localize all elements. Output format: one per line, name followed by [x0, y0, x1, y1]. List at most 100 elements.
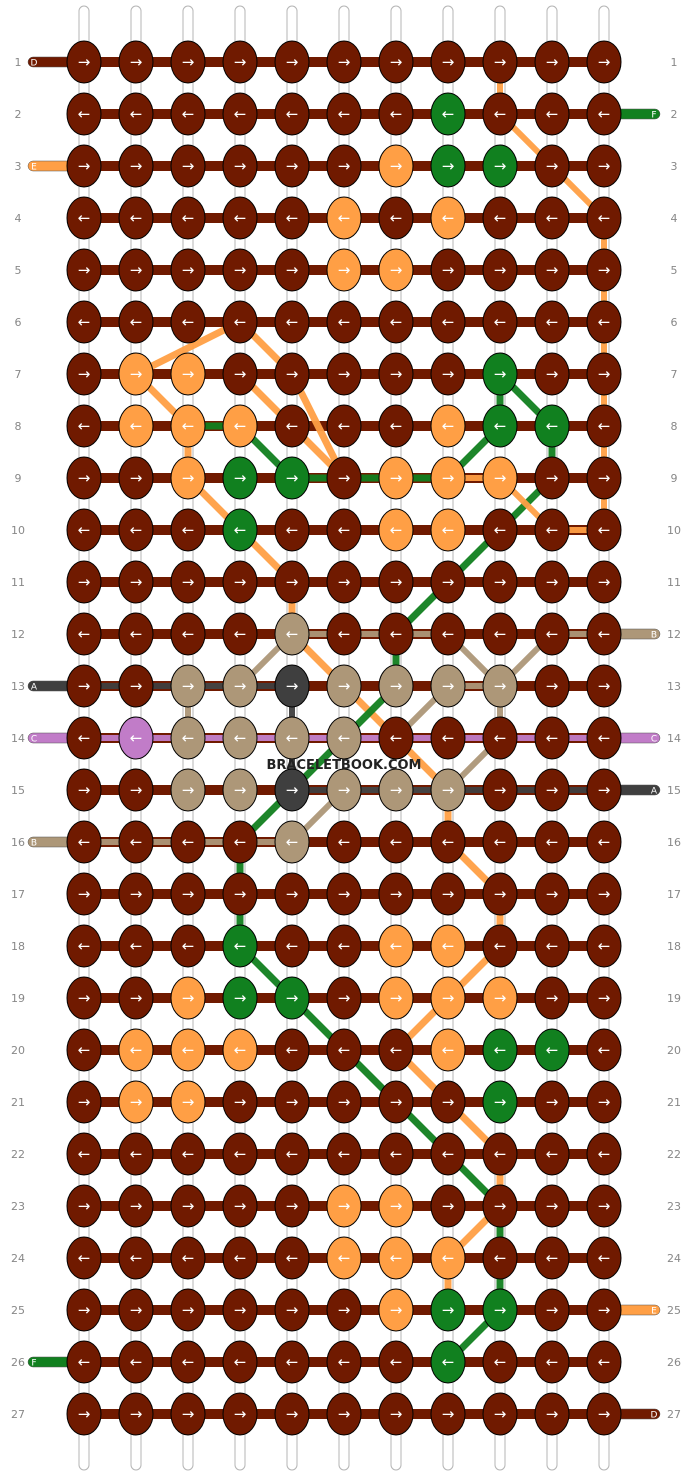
knot: ←: [430, 508, 466, 552]
knot-ellipse: [66, 716, 102, 760]
arrow-right-icon: →: [78, 1197, 91, 1215]
knot: →: [430, 456, 466, 500]
arrow-left-icon: ←: [338, 417, 351, 435]
knot: →: [118, 1080, 154, 1124]
knot: →: [482, 1392, 518, 1436]
row-number-right: 10: [667, 524, 681, 537]
knot: ←: [170, 196, 206, 240]
knot-ellipse: [378, 872, 414, 916]
knot-ellipse: [586, 144, 622, 188]
knot: →: [534, 1392, 570, 1436]
arrow-left-icon: ←: [390, 521, 403, 539]
knot-ellipse: [66, 768, 102, 812]
arrow-right-icon: →: [182, 1197, 195, 1215]
knot-ellipse: [378, 976, 414, 1020]
knot: ←: [222, 1236, 258, 1280]
knot: ←: [326, 1028, 362, 1072]
arrow-right-icon: →: [130, 573, 143, 591]
knot-ellipse: [170, 768, 206, 812]
arrow-right-icon: →: [182, 53, 195, 71]
arrow-left-icon: ←: [390, 209, 403, 227]
knot: ←: [586, 612, 622, 656]
knot-ellipse: [534, 1028, 570, 1072]
row-number-right: 16: [667, 836, 681, 849]
row-number-left: 5: [15, 264, 22, 277]
knot-ellipse: [482, 248, 518, 292]
knot: →: [378, 976, 414, 1020]
arrow-right-icon: →: [78, 1093, 91, 1111]
knot-ellipse: [586, 300, 622, 344]
knot: ←: [586, 196, 622, 240]
arrow-left-icon: ←: [78, 417, 91, 435]
arrow-right-icon: →: [286, 53, 299, 71]
knot: ←: [66, 1028, 102, 1072]
arrow-right-icon: →: [442, 261, 455, 279]
arrow-right-icon: →: [234, 157, 247, 175]
knot: ←: [274, 1340, 310, 1384]
knot: →: [66, 872, 102, 916]
knot: ←: [378, 1236, 414, 1280]
knot: →: [586, 560, 622, 604]
arrow-right-icon: →: [130, 469, 143, 487]
knot: ←: [222, 820, 258, 864]
arrow-right-icon: →: [598, 157, 611, 175]
knot-ellipse: [274, 976, 310, 1020]
knot: ←: [222, 92, 258, 136]
knot-ellipse: [586, 92, 622, 136]
arrow-right-icon: →: [442, 1093, 455, 1111]
knot: →: [430, 768, 466, 812]
arrow-left-icon: ←: [182, 833, 195, 851]
arrow-right-icon: →: [442, 573, 455, 591]
knot-ellipse: [586, 820, 622, 864]
knot: →: [326, 768, 362, 812]
arrow-right-icon: →: [598, 1093, 611, 1111]
arrow-right-icon: →: [442, 885, 455, 903]
knot: →: [482, 40, 518, 84]
arrow-right-icon: →: [130, 885, 143, 903]
knot: →: [274, 872, 310, 916]
knot-ellipse: [430, 456, 466, 500]
arrow-right-icon: →: [598, 885, 611, 903]
arrow-left-icon: ←: [442, 833, 455, 851]
arrow-right-icon: →: [234, 1197, 247, 1215]
right-edge-string-label: D: [651, 1411, 658, 1421]
knot: →: [274, 1288, 310, 1332]
arrow-right-icon: →: [494, 781, 507, 799]
knot: ←: [118, 924, 154, 968]
arrow-left-icon: ←: [182, 313, 195, 331]
row-number-right: 3: [671, 160, 678, 173]
knot: ←: [118, 820, 154, 864]
row-number-left: 6: [15, 316, 22, 329]
row-number-right: 23: [667, 1200, 681, 1213]
knot: →: [378, 1392, 414, 1436]
knot: ←: [326, 820, 362, 864]
arrow-left-icon: ←: [598, 625, 611, 643]
knot: ←: [378, 924, 414, 968]
knot-ellipse: [222, 716, 258, 760]
knot-ellipse: [430, 1080, 466, 1124]
row-number-left: 3: [15, 160, 22, 173]
knot: ←: [430, 196, 466, 240]
arrow-left-icon: ←: [286, 209, 299, 227]
knot-ellipse: [274, 352, 310, 396]
arrow-left-icon: ←: [442, 937, 455, 955]
knot: ←: [118, 1236, 154, 1280]
knot-ellipse: [378, 664, 414, 708]
row-number-right: 7: [671, 368, 678, 381]
arrow-left-icon: ←: [546, 1041, 559, 1059]
knot: →: [118, 1288, 154, 1332]
arrow-right-icon: →: [598, 469, 611, 487]
knot: ←: [274, 92, 310, 136]
knot: ←: [118, 1028, 154, 1072]
knot: ←: [274, 1236, 310, 1280]
knot-ellipse: [66, 1392, 102, 1436]
knot: →: [274, 144, 310, 188]
knot-ellipse: [482, 352, 518, 396]
knot-ellipse: [430, 1028, 466, 1072]
knot: →: [170, 768, 206, 812]
arrow-left-icon: ←: [442, 1145, 455, 1163]
arrow-right-icon: →: [598, 989, 611, 1007]
color-path: [445, 59, 607, 533]
row-number-left: 14: [11, 732, 25, 745]
knot-ellipse: [430, 508, 466, 552]
